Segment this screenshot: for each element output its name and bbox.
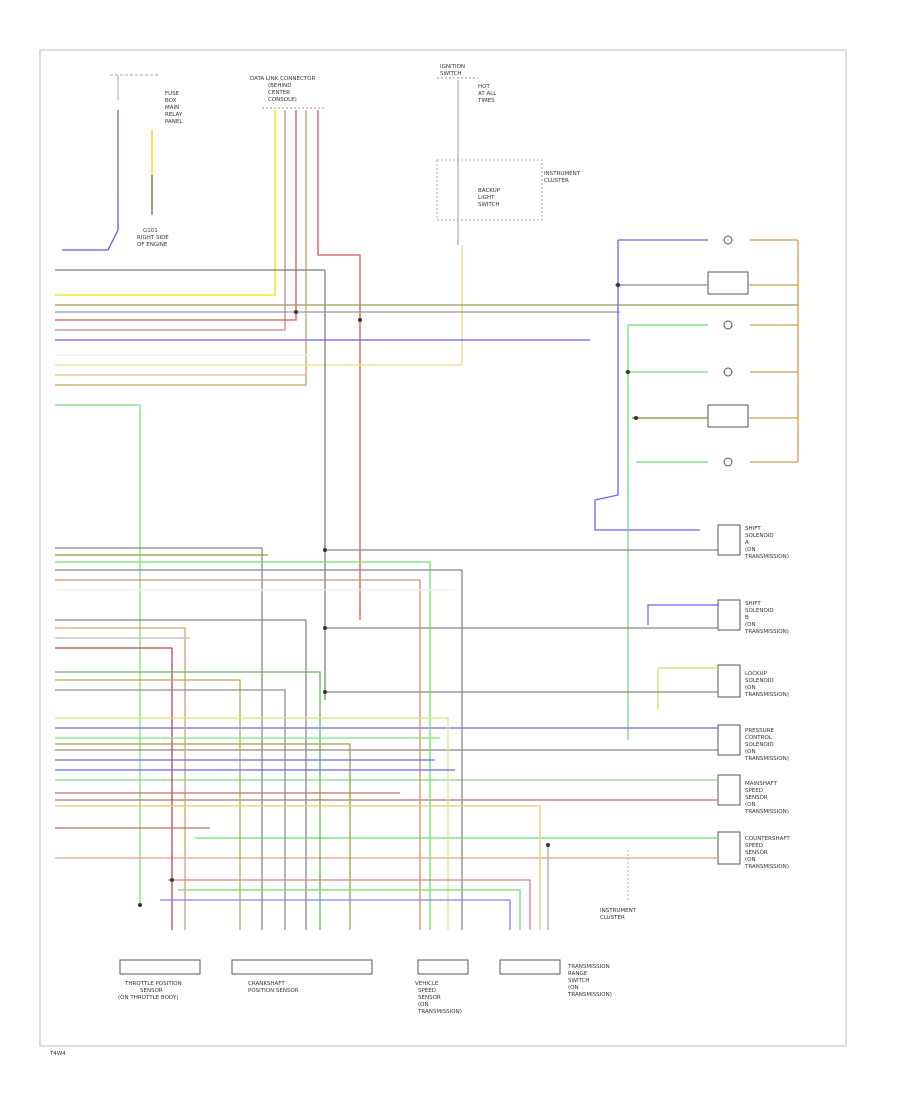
ign-line-2: SWITCH (440, 71, 462, 77)
fuse-box-line-2: BOX (165, 98, 177, 104)
backup-line-2: LIGHT (478, 195, 495, 201)
vss-line-3: SENSOR (418, 995, 441, 1001)
cluster-top-line-1: INSTRUMENT (544, 171, 581, 177)
dlc-line-2: (BEHIND (268, 83, 292, 89)
ignition-switch: IGNITION SWITCH HOT AT ALL TIMES BACKUP … (436, 64, 581, 245)
pcm-connector-pins (55, 269, 798, 905)
ssb-line-2: SOLENOID (745, 608, 774, 614)
fuse-box-line-5: PANEL (165, 119, 183, 125)
diagram-code: T4W4 (49, 1051, 66, 1057)
tps-line-1: THROTTLE POSITION (124, 981, 182, 987)
trs-line-4: (ON (568, 985, 579, 991)
dlc-line-4: CONSOLE) (268, 97, 297, 103)
ssb-line-5: TRANSMISSION) (744, 629, 789, 635)
ssb-line-4: (ON (745, 622, 756, 628)
ground-line-1: G101 (143, 228, 158, 234)
trs-line-1: TRANSMISSION (567, 964, 610, 970)
mss-line-1: MAINSHAFT (745, 781, 778, 787)
crank-line-1: CRANKSHAFT (248, 981, 285, 987)
pcs-line-2: CONTROL (745, 735, 773, 741)
vss-line-5: TRANSMISSION) (417, 1009, 462, 1015)
mss-line-5: TRANSMISSION) (744, 809, 789, 815)
trs-line-5: TRANSMISSION) (567, 992, 612, 998)
hot-line-2: AT ALL (478, 91, 497, 97)
lockup-line-2: SOLENOID (745, 678, 774, 684)
mss-line-2: SPEED (745, 788, 763, 794)
lower-harness (55, 547, 549, 930)
tps-line-2: SENSOR (140, 988, 163, 994)
css-line-1: COUNTERSHAFT (745, 836, 790, 842)
ssa-line-1: SHIFT (745, 526, 761, 532)
data-link-connector: DATA LINK CONNECTOR (BEHIND CENTER CONSO… (250, 76, 325, 109)
vss-line-1: VEHICLE (415, 981, 439, 987)
trs-line-3: SWITCH (568, 978, 590, 984)
vss-line-2: SPEED (418, 988, 436, 994)
dlc-line-3: CENTER (268, 90, 290, 96)
cluster-bottom-line-1: INSTRUMENT (600, 908, 637, 914)
fuse-box-line-3: MAIN (165, 105, 179, 111)
vss-line-4: (ON (418, 1002, 429, 1008)
pcs-line-4: (ON (745, 749, 756, 755)
diagram-border (39, 49, 847, 1047)
css-line-2: SPEED (745, 843, 763, 849)
backup-line-1: BACKUP (478, 188, 501, 194)
dlc-line-1: DATA LINK CONNECTOR (250, 76, 315, 82)
ssb-line-1: SHIFT (745, 601, 761, 607)
ground-line-2: RIGHT SIDE (137, 235, 169, 241)
trs-line-2: RANGE (568, 971, 588, 977)
ign-line-1: IGNITION (440, 64, 465, 70)
ground-line-3: OF ENGINE (137, 242, 168, 248)
backup-line-3: SWITCH (478, 202, 500, 208)
css-line-5: TRANSMISSION) (744, 864, 789, 870)
ssa-line-4: (ON (745, 547, 756, 553)
lockup-line-4: TRANSMISSION) (744, 692, 789, 698)
lockup-line-1: LOCKUP (745, 671, 768, 677)
ssb-line-3: B (745, 615, 749, 621)
pcs-line-3: SOLENOID (745, 742, 774, 748)
crank-line-2: POSITION SENSOR (248, 988, 299, 994)
fuse-box-line-1: FUSE (165, 91, 180, 97)
cluster-bottom-line-2: CLUSTER (600, 915, 625, 921)
tps-line-3: (ON THROTTLE BODY) (118, 995, 178, 1001)
solenoid-connectors: SHIFT SOLENOID A (ON TRANSMISSION) SHIFT… (55, 524, 790, 870)
mss-line-3: SENSOR (745, 795, 768, 801)
css-line-4: (ON (745, 857, 756, 863)
css-line-3: SENSOR (745, 850, 768, 856)
relay-stack (594, 235, 799, 740)
ssa-line-5: TRANSMISSION) (744, 554, 789, 560)
ground-g101: G101 RIGHT SIDE OF ENGINE (137, 228, 169, 248)
hot-line-3: TIMES (477, 98, 495, 104)
pcs-line-1: PRESSURE (745, 728, 774, 734)
pcs-line-5: TRANSMISSION) (744, 756, 789, 762)
lockup-line-3: (ON (745, 685, 756, 691)
fuse-box: FUSE BOX MAIN RELAY PANEL (110, 74, 183, 125)
ssa-line-2: SOLENOID (745, 533, 774, 539)
splice-dots (138, 283, 638, 907)
bottom-connectors: THROTTLE POSITION SENSOR (ON THROTTLE BO… (118, 850, 637, 1015)
hot-line-1: HOT (478, 84, 490, 90)
ssa-line-3: A (745, 540, 749, 546)
mss-line-4: (ON (745, 802, 756, 808)
fuse-box-line-4: RELAY (165, 112, 183, 118)
cluster-top-line-2: CLUSTER (544, 178, 569, 184)
